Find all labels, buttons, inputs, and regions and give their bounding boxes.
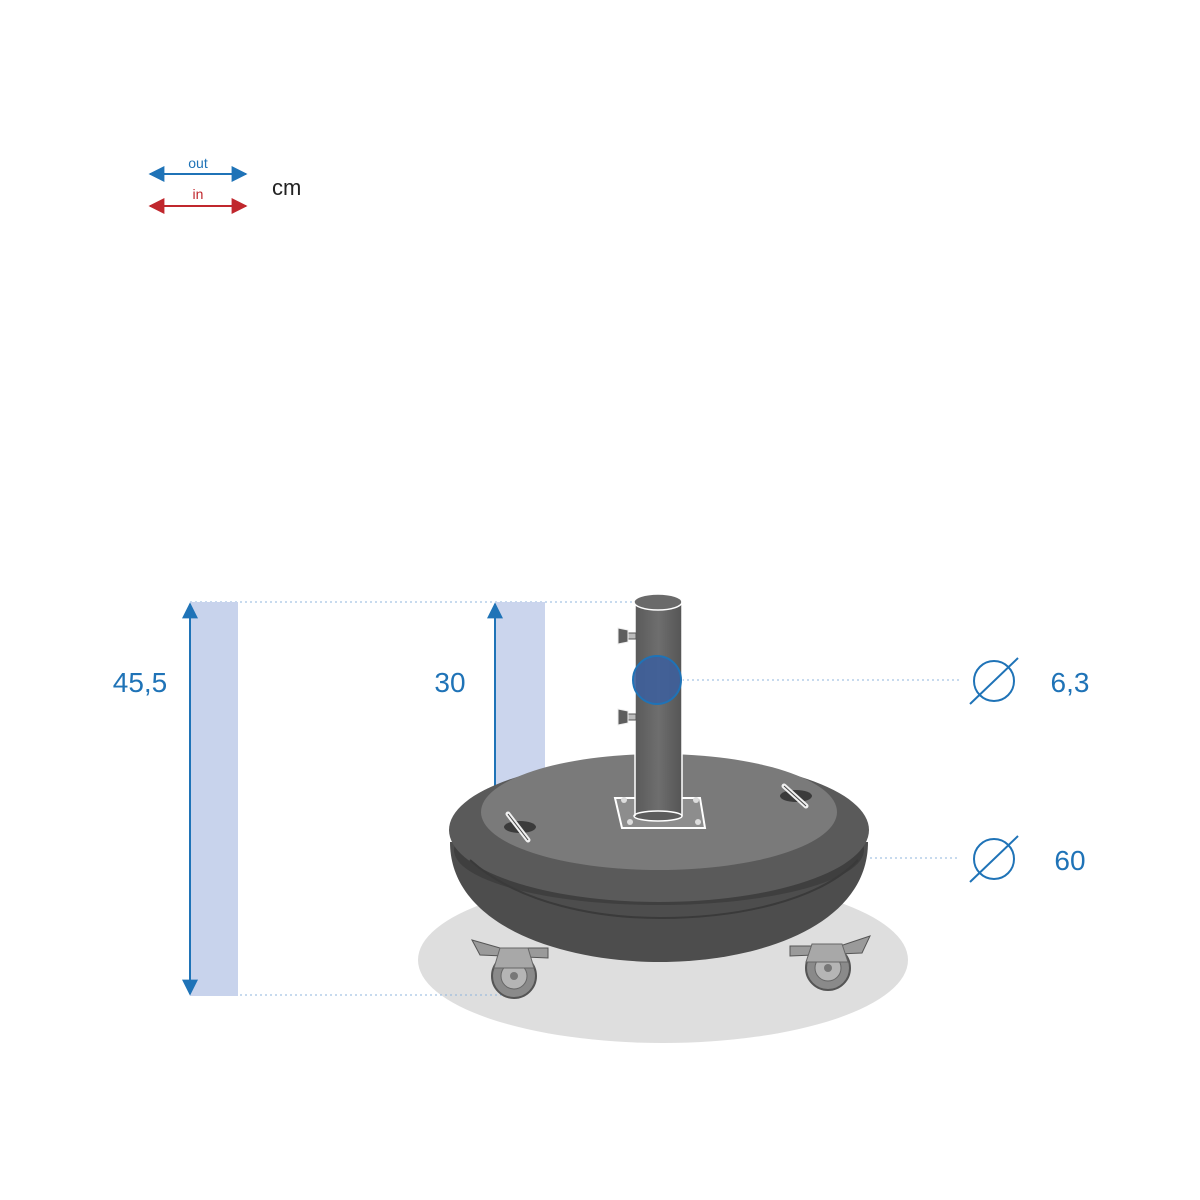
base-handle-left (504, 811, 536, 843)
umbrella-tube (633, 593, 683, 822)
tube-diameter-icon (969, 657, 1019, 705)
tube-screw-upper (617, 627, 637, 645)
tube-screw-lower (617, 708, 637, 726)
legend-in-label: in (193, 186, 204, 202)
tube-height-label: 30 (434, 667, 465, 698)
tube-diameter-label: 6,3 (1051, 667, 1090, 698)
base-diameter-icon (969, 835, 1019, 883)
base-diameter-label: 60 (1054, 845, 1085, 876)
wheel-right (789, 935, 871, 991)
legend-unit-label: cm (272, 175, 301, 200)
legend: out in cm (148, 155, 301, 214)
total-height-band (190, 602, 238, 996)
base-body (449, 754, 869, 962)
wheel-left (471, 939, 549, 999)
legend-out-label: out (188, 155, 208, 171)
total-height-label: 45,5 (113, 667, 168, 698)
base-handle-right (780, 783, 812, 809)
tube-diameter-marker (632, 655, 682, 705)
